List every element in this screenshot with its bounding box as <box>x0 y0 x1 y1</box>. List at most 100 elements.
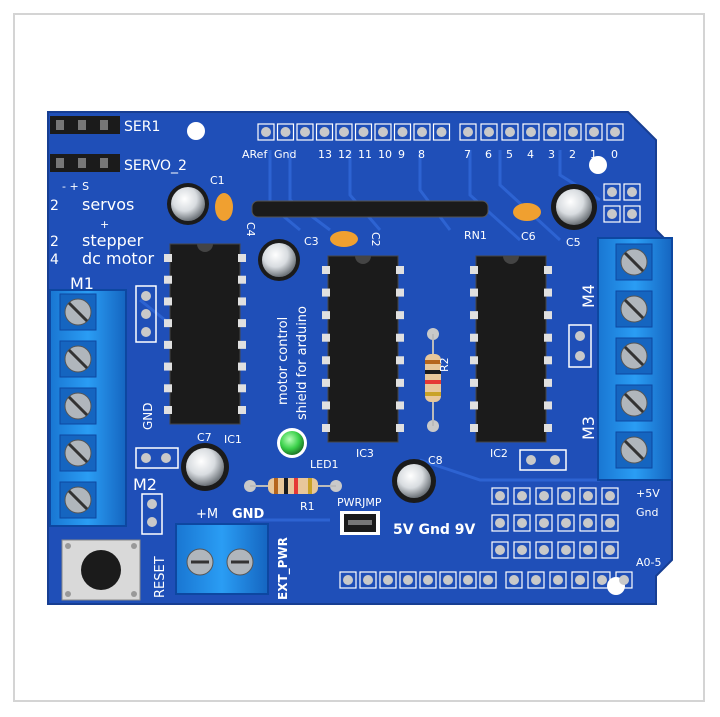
pad <box>513 514 531 532</box>
pad-hole <box>583 491 593 501</box>
screw-slot <box>67 301 89 323</box>
chip-pin <box>470 356 478 365</box>
right-terminal-screws <box>615 243 653 469</box>
chip-pin <box>544 333 552 342</box>
screw-slot <box>67 489 89 511</box>
power-jumper[interactable] <box>340 511 380 535</box>
label-ic1: IC1 <box>224 433 242 446</box>
ser1-header <box>50 116 120 134</box>
pad-hole <box>383 575 393 585</box>
chip-pin <box>164 340 172 349</box>
pin-label: 10 <box>378 148 392 161</box>
pad-hole <box>378 127 388 137</box>
capacitor-c3-electrolytic <box>258 239 300 281</box>
pad-hole <box>610 127 620 137</box>
gnd-right-label: Gnd <box>636 506 658 519</box>
pin-label: 11 <box>358 148 372 161</box>
pad <box>399 571 417 589</box>
shield-for-arduino-text: shield for arduino <box>295 306 310 420</box>
servo2-label: SERVO_2 <box>124 158 187 174</box>
pad-hole <box>463 127 473 137</box>
pad-hole <box>539 491 549 501</box>
pad-hole <box>517 491 527 501</box>
chip-pin <box>470 288 478 297</box>
ext-power-terminal <box>175 523 269 595</box>
pad <box>513 487 531 505</box>
pad <box>535 541 553 559</box>
capacitor-c7-electrolytic <box>181 443 229 491</box>
m3-m4-pads <box>519 324 592 471</box>
pad-hole <box>605 491 615 501</box>
pad-hole <box>539 545 549 555</box>
chip-pin <box>322 424 330 432</box>
pad-hole <box>319 127 330 137</box>
label-r2: R2 <box>438 357 451 372</box>
chip-body <box>327 255 399 443</box>
screw-slot <box>623 345 645 367</box>
pad <box>603 183 621 201</box>
pad <box>379 571 397 589</box>
pad-hole <box>495 491 505 501</box>
label-r1: R1 <box>300 500 315 513</box>
chip-pin <box>164 254 172 262</box>
servo-pin-labels: - + S <box>62 180 89 193</box>
chip-pin <box>322 311 330 320</box>
pad <box>339 571 357 589</box>
chip-body <box>475 255 547 443</box>
label-c1: C1 <box>210 174 225 187</box>
pad <box>315 123 334 141</box>
reset-button[interactable] <box>61 539 141 601</box>
pad <box>491 487 509 505</box>
chip-pin <box>396 378 404 387</box>
chip-pin <box>322 266 330 274</box>
chip-pin <box>544 424 552 432</box>
pad <box>505 571 523 589</box>
pad <box>623 205 641 223</box>
mounting-hole <box>589 156 607 174</box>
chip-pin <box>544 378 552 387</box>
chip-notch <box>197 244 213 252</box>
pad <box>459 571 477 589</box>
pad-hole <box>605 545 615 555</box>
screw-slot <box>623 439 645 461</box>
pad-hole <box>484 127 494 137</box>
label-c2: C2 <box>369 232 382 247</box>
chip-pin <box>164 406 172 414</box>
pad-hole <box>261 127 271 137</box>
chip-notch <box>503 256 519 264</box>
label-c5: C5 <box>566 236 581 249</box>
pad-hole <box>495 518 505 528</box>
chip-pin <box>470 401 478 410</box>
pad-hole <box>517 518 527 528</box>
gnd-pin-label: Gnd <box>274 148 296 161</box>
pin-label: 6 <box>485 148 492 161</box>
pad <box>585 123 603 141</box>
pad-hole <box>531 575 541 585</box>
pad-hole <box>583 545 593 555</box>
chip-pin <box>396 424 404 432</box>
pad-hole <box>363 575 373 585</box>
screw-slot <box>67 395 89 417</box>
pad-hole <box>607 209 617 219</box>
chip-pin <box>164 384 172 393</box>
pad-hole <box>619 575 629 585</box>
screw-slot <box>67 348 89 370</box>
pad <box>535 514 553 532</box>
pad <box>257 123 275 141</box>
chip-body <box>169 243 241 425</box>
pad-hole <box>280 127 291 137</box>
pad-hole <box>583 518 593 528</box>
led1 <box>277 428 307 458</box>
pad <box>557 514 575 532</box>
pad-hole <box>509 575 519 585</box>
pad-hole <box>561 545 571 555</box>
feature-label: stepper <box>82 231 144 250</box>
chip-pin <box>544 266 552 274</box>
chip-pin <box>470 378 478 387</box>
plus-m-label: +M <box>196 507 218 522</box>
pad <box>527 571 545 589</box>
pad-hole <box>547 127 557 137</box>
pad-hole <box>561 491 571 501</box>
feature-count: 2 <box>50 198 59 214</box>
